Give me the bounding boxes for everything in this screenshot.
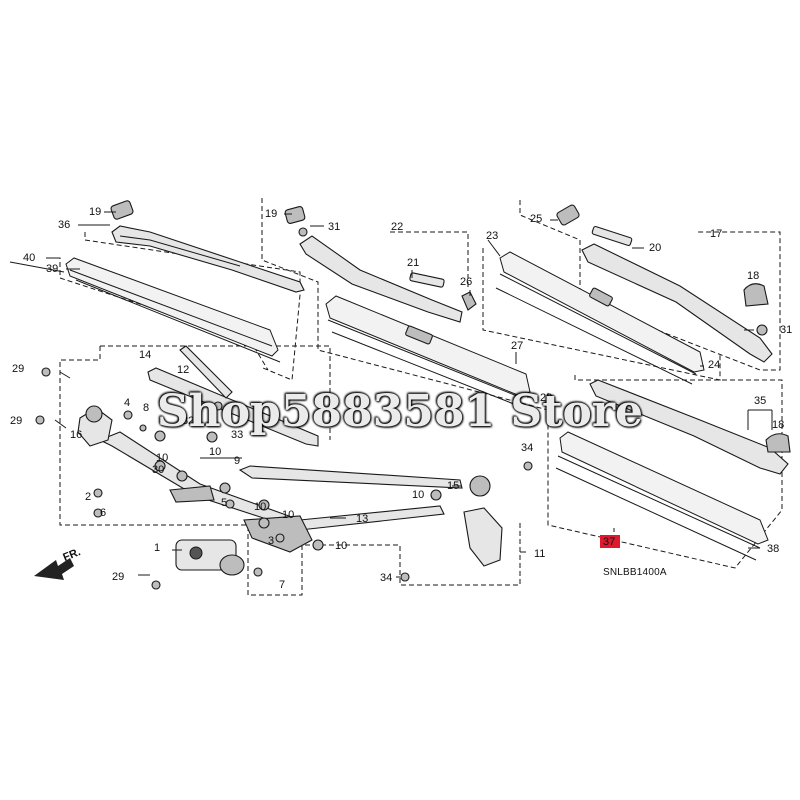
callout-label-28: 28 [540, 392, 552, 404]
callout-label-7: 7 [279, 579, 285, 591]
callout-label-31: 31 [780, 324, 792, 336]
callout-label-29: 29 [12, 363, 24, 375]
callout-label-10: 10 [156, 452, 168, 464]
left-pivot [77, 405, 113, 447]
callout-label-4: 4 [124, 397, 130, 409]
callout-label-3: 3 [268, 535, 274, 547]
callout-label-29: 29 [10, 415, 22, 427]
highlight-box [600, 535, 620, 548]
forward-arrow-icon [34, 558, 74, 580]
callout-label-33: 33 [231, 429, 243, 441]
callout-label-21: 21 [407, 257, 419, 269]
callout-label-2: 2 [85, 491, 91, 503]
group-frame-lower-right [547, 375, 783, 569]
group-frame-right-arm [519, 200, 781, 371]
callout-label-24: 24 [708, 359, 720, 371]
group-frame-linkage [59, 345, 521, 596]
callout-label-6: 6 [100, 507, 106, 519]
left-wiper-blade [9, 257, 281, 363]
left-wiper-arm [110, 200, 305, 293]
callout-label-29: 29 [112, 571, 124, 583]
callout-label-14: 14 [139, 349, 151, 361]
callout-label-34: 34 [380, 572, 392, 584]
callout-label-39: 39 [46, 263, 58, 275]
callout-label-1: 1 [154, 542, 160, 554]
callout-label-31: 31 [328, 221, 340, 233]
callout-label-40: 40 [23, 252, 35, 264]
callout-label-11: 11 [534, 548, 545, 560]
callout-label-5: 5 [221, 497, 227, 509]
callout-label-8: 8 [143, 402, 149, 414]
center-wiper-blade [325, 295, 531, 409]
callout-label-12: 12 [177, 364, 189, 376]
callout-label-9: 9 [234, 455, 240, 467]
callout-label-15: 15 [447, 480, 459, 492]
callout-label-32: 32 [182, 415, 194, 427]
lower-right-wiper-blade [555, 431, 769, 561]
fasteners [35, 367, 533, 590]
callout-label-10: 10 [282, 509, 294, 521]
callout-label-35: 35 [754, 395, 766, 407]
callout-label-36: 36 [58, 219, 70, 231]
callout-label-10: 10 [209, 446, 221, 458]
callout-label-17: 17 [710, 228, 722, 240]
wiper-motor [175, 539, 245, 576]
callout-label-22: 22 [391, 221, 403, 233]
callout-label-37: 37 [603, 536, 615, 548]
callout-label-20: 20 [649, 242, 661, 254]
callout-label-18: 18 [772, 419, 784, 431]
callout-label-16: 16 [70, 429, 82, 441]
right-wiper-blade [495, 251, 705, 385]
callout-label-13: 13 [356, 513, 368, 525]
wiper-linkage [98, 345, 463, 553]
lower-right-wiper-arm [589, 379, 791, 475]
right-wiper-arm [556, 204, 773, 363]
callout-label-27: 27 [511, 340, 523, 352]
group-frame-center-arm [261, 198, 549, 411]
callout-label-10: 10 [254, 501, 266, 513]
callout-label-38: 38 [767, 543, 779, 555]
callout-label-10: 10 [335, 540, 347, 552]
group-frame-right-blade [482, 248, 721, 381]
leader-lines [46, 211, 773, 578]
callout-label-30: 30 [152, 464, 164, 476]
callout-label-34: 34 [521, 442, 533, 454]
callout-label-25: 25 [530, 213, 542, 225]
diagram-code: SNLBB1400A [603, 567, 667, 578]
callout-label-18: 18 [747, 270, 759, 282]
callout-label-10: 10 [412, 489, 424, 501]
callout-label-26: 26 [460, 276, 472, 288]
callout-label-19: 19 [89, 206, 101, 218]
callout-label-23: 23 [486, 230, 498, 242]
callout-label-19: 19 [265, 208, 277, 220]
right-pivot [463, 475, 503, 567]
center-wiper-arm [284, 206, 477, 323]
